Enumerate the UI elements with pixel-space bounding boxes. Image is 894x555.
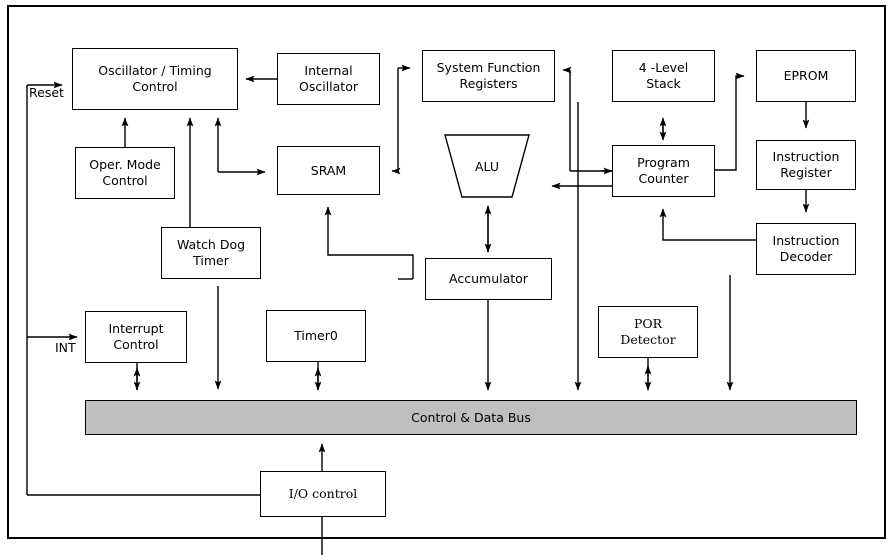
block-instruction-register[interactable]: Instruction Register bbox=[756, 140, 856, 190]
block-label-line1: 4 -Level bbox=[638, 60, 689, 76]
block-label-line2: Registers bbox=[459, 76, 518, 91]
block-oscillator-timing-control[interactable]: Oscillator / Timing Control bbox=[72, 48, 238, 110]
block-label: EPROM bbox=[783, 68, 829, 84]
block-label-line1: Interrupt bbox=[108, 321, 164, 337]
block-label: Accumulator bbox=[449, 271, 528, 287]
block-label-line2: Register bbox=[780, 165, 832, 180]
block-label-line1: POR bbox=[633, 316, 663, 332]
block-por-detector[interactable]: POR Detector bbox=[598, 306, 698, 358]
block-io-control[interactable]: I/O control bbox=[260, 471, 386, 517]
block-label-line2: Stack bbox=[646, 76, 681, 91]
block-label: SRAM bbox=[310, 162, 347, 178]
block-label-line2: Timer bbox=[193, 253, 229, 268]
block-label-line2: Detector bbox=[620, 332, 676, 347]
alu-shape bbox=[444, 134, 530, 198]
block-label: Timer0 bbox=[294, 328, 338, 344]
block-label-line2: Control bbox=[132, 79, 178, 94]
block-eprom[interactable]: EPROM bbox=[756, 50, 856, 102]
block-accumulator[interactable]: Accumulator bbox=[425, 258, 552, 300]
block-alu[interactable]: ALU bbox=[444, 134, 530, 198]
block-label-line1: System Function bbox=[436, 60, 541, 76]
signal-label-int: INT bbox=[55, 340, 76, 355]
block-label-line2: Control bbox=[102, 173, 148, 188]
block-label-line2: Counter bbox=[638, 171, 689, 186]
block-label-line2: Oscillator bbox=[299, 79, 358, 94]
block-stack[interactable]: 4 -Level Stack bbox=[612, 50, 715, 102]
block-instruction-decoder[interactable]: Instruction Decoder bbox=[756, 223, 856, 275]
block-oper-mode-control[interactable]: Oper. Mode Control bbox=[75, 147, 175, 199]
block-label-line1: Oper. Mode bbox=[89, 157, 161, 173]
block-interrupt-control[interactable]: Interrupt Control bbox=[85, 311, 187, 363]
block-label-line1: Oscillator / Timing bbox=[98, 63, 212, 79]
block-system-function-registers[interactable]: System Function Registers bbox=[422, 50, 555, 102]
block-label-line1: Watch Dog bbox=[176, 237, 246, 253]
block-label-line2: Decoder bbox=[779, 249, 833, 264]
block-label: ALU bbox=[474, 158, 500, 174]
signal-label-reset: Reset bbox=[29, 85, 64, 100]
block-timer0[interactable]: Timer0 bbox=[266, 310, 366, 362]
block-program-counter[interactable]: Program Counter bbox=[612, 145, 715, 197]
block-label-line1: Instruction bbox=[772, 233, 840, 249]
block-watch-dog-timer[interactable]: Watch Dog Timer bbox=[161, 227, 261, 279]
bus-label: Control & Data Bus bbox=[411, 410, 531, 425]
block-label-line1: Program bbox=[637, 155, 690, 171]
block-label-line1: Instruction bbox=[772, 149, 840, 165]
diagram-frame bbox=[7, 5, 886, 539]
block-label-line2: Control bbox=[113, 337, 159, 352]
block-internal-oscillator[interactable]: Internal Oscillator bbox=[277, 53, 380, 105]
block-label-line1: Internal bbox=[304, 63, 353, 79]
control-data-bus[interactable]: Control & Data Bus bbox=[85, 400, 857, 435]
block-sram[interactable]: SRAM bbox=[277, 146, 380, 195]
block-label: I/O control bbox=[288, 486, 358, 502]
